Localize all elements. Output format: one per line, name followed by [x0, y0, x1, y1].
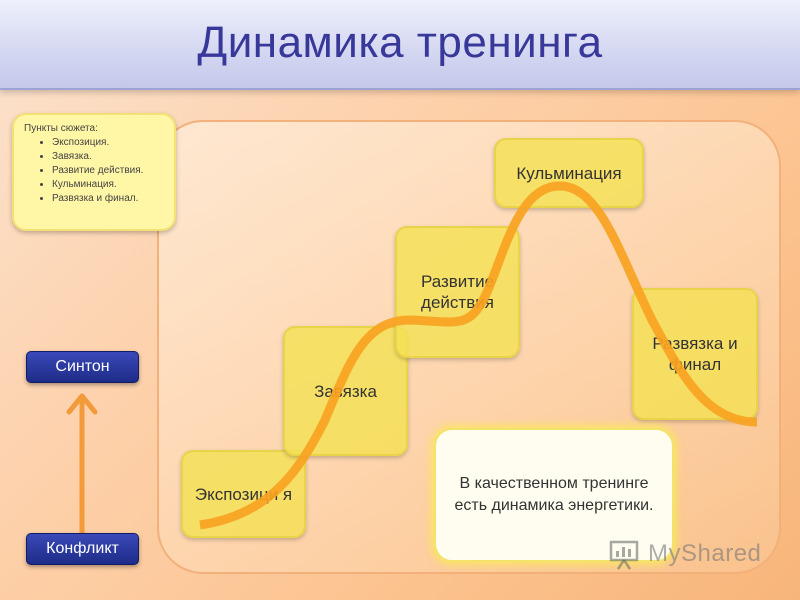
presentation-board-icon	[609, 540, 639, 570]
plot-point-item: Развязка и финал.	[52, 193, 164, 204]
watermark: MyShared	[608, 536, 761, 572]
label-synton: Синтон	[26, 351, 139, 383]
info-callout-text: В качественном тренинге есть динамика эн…	[454, 475, 654, 514]
label-conflict: Конфликт	[26, 533, 139, 565]
step-setup-label: Завязка	[314, 381, 377, 401]
plot-point-item: Кульминация.	[52, 179, 164, 190]
slide-title: Динамика тренинга	[197, 18, 603, 67]
info-callout: В качественном тренинге есть динамика эн…	[434, 428, 674, 562]
title-bar: Динамика тренинга	[0, 0, 800, 90]
plot-point-item: Экспозиция.	[52, 137, 164, 148]
plot-point-item: Развитие действия.	[52, 165, 164, 176]
step-setup: Завязка	[283, 326, 408, 456]
watermark-text: MyShared	[648, 540, 762, 567]
label-conflict-text: Конфликт	[46, 540, 119, 557]
plot-points-note: Пункты сюжета: Экспозиция. Завязка. Разв…	[12, 113, 176, 231]
step-climax-label: Кульминация	[516, 163, 622, 183]
plot-point-item: Завязка.	[52, 151, 164, 162]
step-climax: Кульминация	[494, 138, 644, 208]
label-synton-text: Синтон	[55, 358, 110, 375]
up-arrow-icon	[66, 393, 98, 538]
plot-points-list: Экспозиция. Завязка. Развитие действия. …	[24, 137, 164, 204]
step-development: Развитие действия	[395, 226, 520, 358]
plot-points-heading: Пункты сюжета:	[24, 123, 98, 134]
energy-curve-line	[199, 181, 758, 530]
step-resolution: Развязка и финал	[632, 288, 758, 420]
